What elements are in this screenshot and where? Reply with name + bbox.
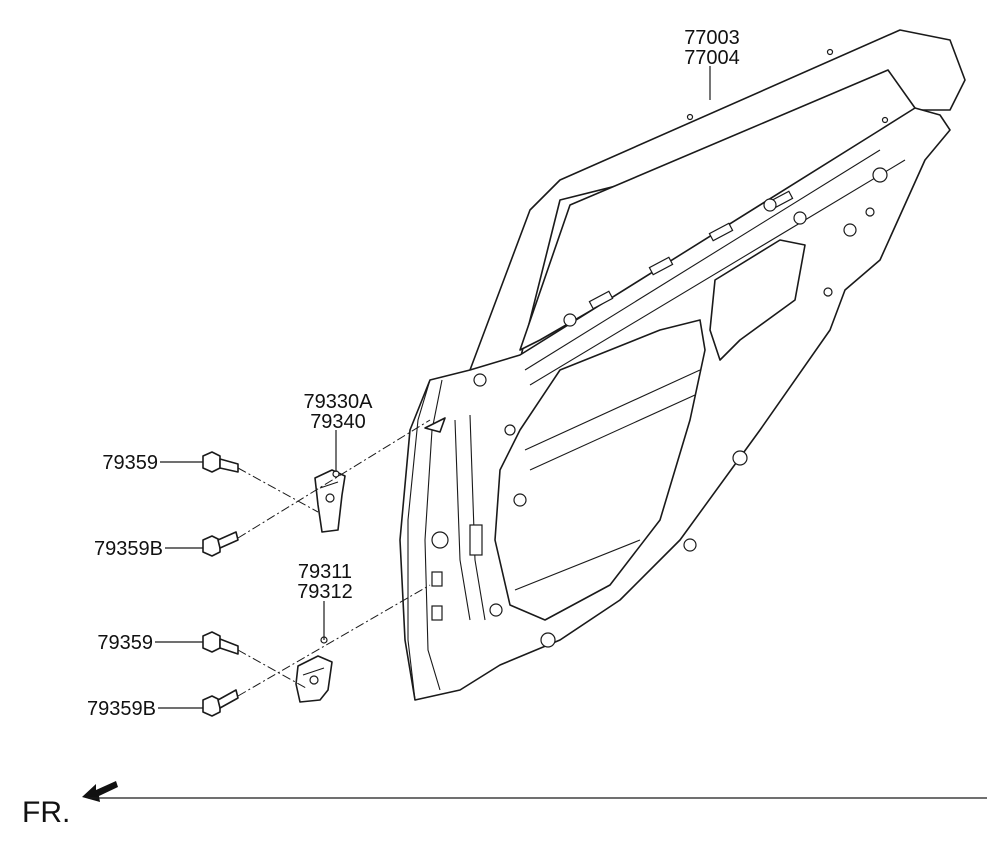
callout-79311: 79311 (298, 561, 352, 583)
callout-79340: 79340 (310, 411, 366, 433)
callout-79359-upper: 79359 (102, 452, 158, 474)
front-direction-indicator: FR. (22, 781, 987, 829)
assembly-lines (237, 417, 446, 697)
upper-hinge (314, 469, 346, 533)
callout-79312: 79312 (297, 581, 353, 603)
bolt-upper-b (202, 531, 239, 557)
callout-79359b-upper: 79359B (94, 538, 163, 560)
lower-hinge (295, 636, 333, 703)
leader-lines (155, 66, 711, 709)
bolt-lower (202, 631, 239, 655)
front-label: FR. (22, 796, 70, 829)
callout-79330a: 79330A (304, 391, 374, 413)
callout-77003: 77003 (684, 27, 740, 49)
front-arrow-icon (82, 781, 118, 802)
bolt-lower-b (202, 689, 239, 717)
callout-79359b-lower: 79359B (87, 698, 156, 720)
bolt-upper (202, 451, 239, 473)
callout-77004: 77004 (684, 47, 740, 69)
callout-79359-lower: 79359 (97, 632, 153, 654)
door-panel (399, 29, 966, 701)
